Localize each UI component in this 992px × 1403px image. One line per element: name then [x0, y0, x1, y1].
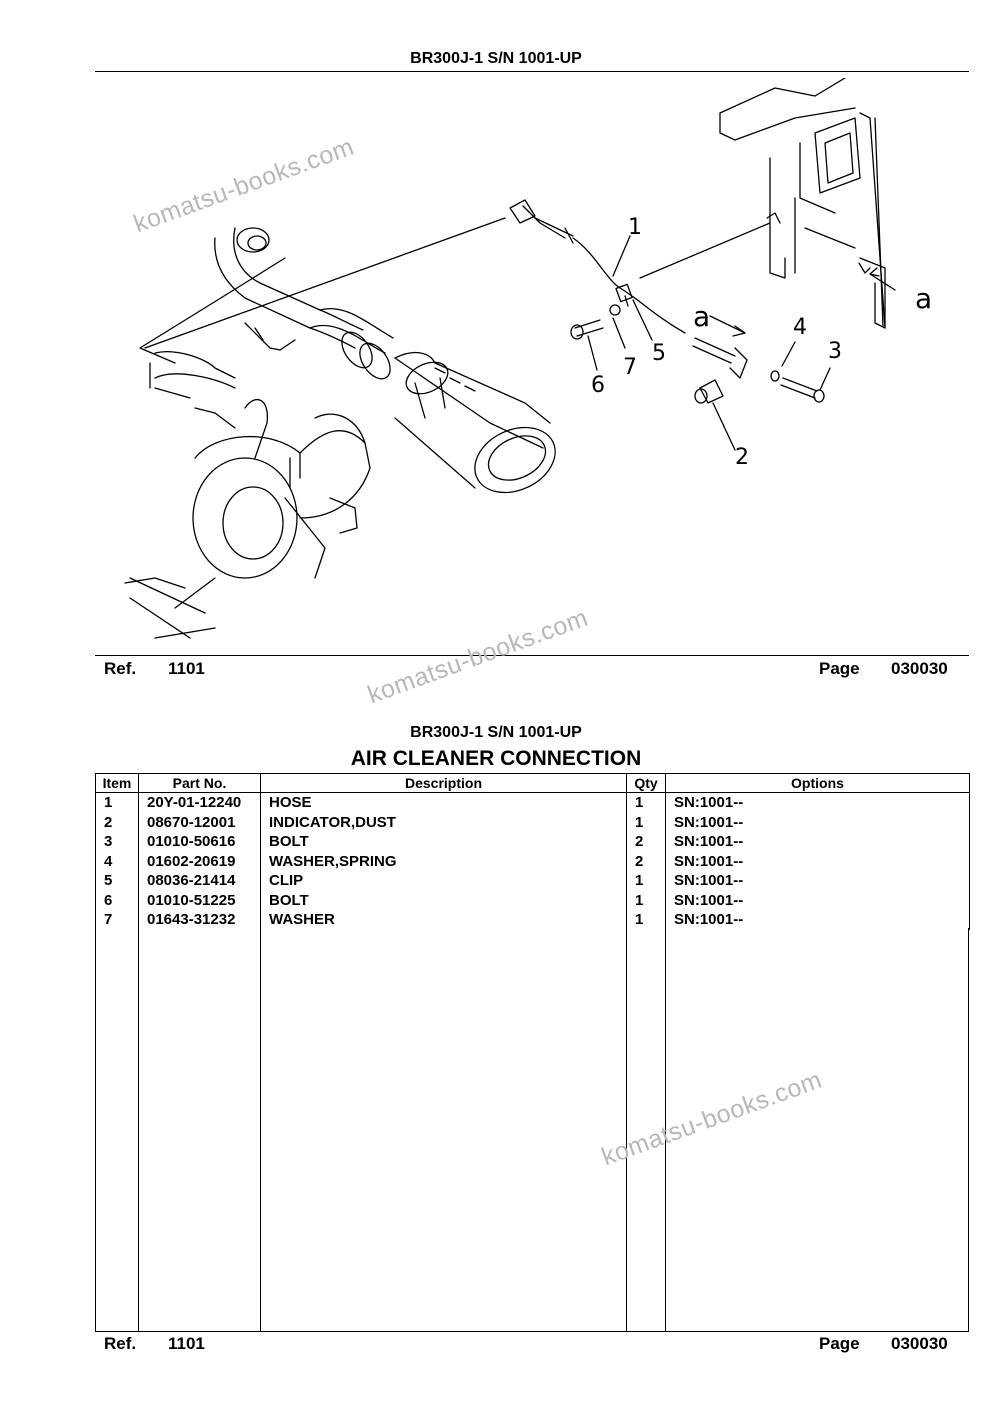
callout-6: 6	[591, 373, 605, 398]
col-item: Item	[95, 773, 139, 793]
page-label: Page	[819, 1334, 860, 1353]
diagram-bottom-rule	[95, 655, 969, 656]
callout-2: 2	[735, 445, 749, 470]
options-cell: SN:1001--	[665, 910, 970, 930]
callout-3: 3	[828, 339, 842, 364]
parts-diagram: 1 2 3 4 5 6 7 a a	[124, 78, 932, 639]
item-cell: 2	[95, 812, 139, 832]
item-cell: 6	[95, 890, 139, 910]
part-no-cell: 01010-51225	[138, 890, 261, 910]
table-header: BR300J-1 S/N 1001-UP	[410, 724, 582, 741]
col-options: Options	[665, 773, 970, 793]
hose-and-hardware-drawing	[144, 199, 831, 451]
qty-cell: 1	[626, 792, 666, 813]
item-cell: 1	[95, 792, 139, 813]
col-description: Description	[260, 773, 627, 793]
table-col-line	[95, 928, 96, 1331]
ref-value: 1101	[168, 1334, 205, 1353]
options-cell: SN:1001--	[665, 871, 970, 891]
qty-cell: 1	[626, 890, 666, 910]
table-row: 2 08670-12001 INDICATOR,DUST 1 SN:1001--	[95, 812, 970, 832]
table-col-line	[626, 928, 627, 1331]
item-cell: 5	[95, 871, 139, 891]
ref-value: 1101	[168, 659, 205, 678]
qty-cell: 1	[626, 910, 666, 930]
callout-4: 4	[793, 315, 807, 340]
page-value: 030030	[891, 659, 948, 678]
table-row: 4 01602-20619 WASHER,SPRING 2 SN:1001--	[95, 851, 970, 871]
page-label: Page	[819, 659, 860, 678]
qty-cell: 2	[626, 851, 666, 871]
part-no-cell: 08036-21414	[138, 871, 261, 891]
description-cell: CLIP	[260, 871, 627, 891]
callout-1: 1	[628, 215, 642, 240]
diagram-header: BR300J-1 S/N 1001-UP	[410, 50, 582, 67]
description-cell: HOSE	[260, 792, 627, 813]
air-cleaner-assembly-drawing	[124, 227, 556, 639]
part-no-cell: 01602-20619	[138, 851, 261, 871]
watermark-text: komatsu-books.com	[598, 1065, 826, 1172]
table-col-line	[968, 928, 969, 1331]
options-cell: SN:1001--	[665, 832, 970, 852]
options-cell: SN:1001--	[665, 812, 970, 832]
part-no-cell: 01643-31232	[138, 910, 261, 930]
callout-7: 7	[623, 355, 637, 380]
options-cell: SN:1001--	[665, 890, 970, 910]
header-rule	[95, 71, 969, 72]
callout-a-left: a	[693, 300, 710, 333]
description-cell: BOLT	[260, 890, 627, 910]
item-cell: 3	[95, 832, 139, 852]
item-cell: 7	[95, 910, 139, 930]
options-cell: SN:1001--	[665, 792, 970, 813]
table-col-line	[138, 928, 139, 1331]
ref-label: Ref.	[104, 659, 137, 678]
options-cell: SN:1001--	[665, 851, 970, 871]
callout-5: 5	[652, 341, 666, 366]
callout-a-right: a	[915, 282, 932, 315]
description-cell: INDICATOR,DUST	[260, 812, 627, 832]
frame-bracket-drawing	[719, 78, 896, 329]
page-value: 030030	[891, 1334, 948, 1353]
table-header-row: Item Part No. Description Qty Options	[95, 773, 970, 793]
col-part-no: Part No.	[138, 773, 261, 793]
table-title: AIR CLEANER CONNECTION	[350, 747, 642, 770]
qty-cell: 2	[626, 832, 666, 852]
table-col-line	[260, 928, 261, 1331]
table-col-line	[665, 928, 666, 1331]
table-row: 3 01010-50616 BOLT 2 SN:1001--	[95, 832, 970, 852]
col-qty: Qty	[626, 773, 666, 793]
part-no-cell: 08670-12001	[138, 812, 261, 832]
ref-label: Ref.	[104, 1334, 137, 1353]
table-bottom-rule	[95, 1331, 969, 1332]
table-row: 6 01010-51225 BOLT 1 SN:1001--	[95, 890, 970, 910]
description-cell: BOLT	[260, 832, 627, 852]
description-cell: WASHER,SPRING	[260, 851, 627, 871]
qty-cell: 1	[626, 812, 666, 832]
part-no-cell: 20Y-01-12240	[138, 792, 261, 813]
parts-table: Item Part No. Description Qty Options 1 …	[95, 773, 970, 930]
table-row: 5 08036-21414 CLIP 1 SN:1001--	[95, 871, 970, 891]
table-row: 1 20Y-01-12240 HOSE 1 SN:1001--	[95, 792, 970, 813]
description-cell: WASHER	[260, 910, 627, 930]
part-no-cell: 01010-50616	[138, 832, 261, 852]
table-row: 7 01643-31232 WASHER 1 SN:1001--	[95, 910, 970, 930]
item-cell: 4	[95, 851, 139, 871]
qty-cell: 1	[626, 871, 666, 891]
